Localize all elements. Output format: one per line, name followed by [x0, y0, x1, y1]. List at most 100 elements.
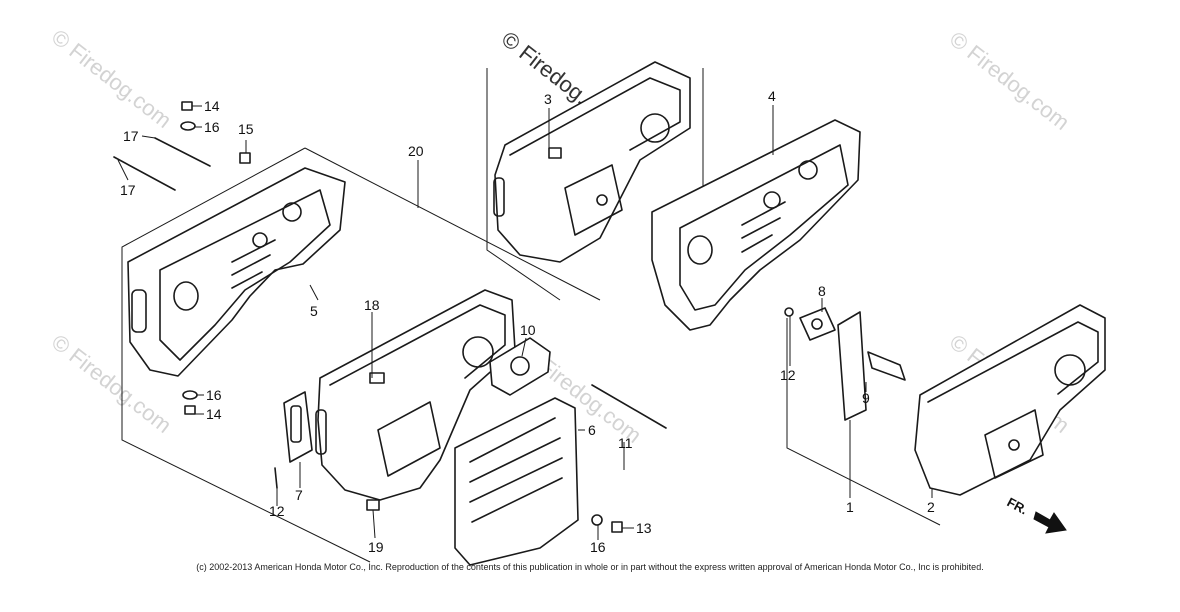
muffler-center-end-cap	[315, 409, 327, 455]
protector-right-vents	[741, 201, 786, 253]
callout-6: 6	[588, 422, 596, 438]
callout-16-bottom: 16	[590, 539, 606, 555]
bolt-13-head	[611, 521, 623, 533]
protector-right-outer	[651, 119, 861, 331]
protector-left-port	[173, 281, 199, 311]
right-group-boundary	[786, 318, 941, 526]
callout-5: 5	[310, 303, 318, 319]
callout-3: 3	[544, 91, 552, 107]
arrester-screen-9	[867, 351, 906, 381]
protector-left-end-cap	[131, 289, 147, 333]
callout-15: 15	[238, 121, 254, 137]
washer-16-mid	[182, 390, 198, 400]
muffler-right-port	[1054, 354, 1086, 386]
watermark-top-right: © Firedog.com	[945, 26, 1074, 135]
arrester-gasket	[837, 311, 867, 421]
muffler-top-plate	[564, 164, 623, 236]
left-group-top-edge	[304, 147, 601, 301]
front-arrow-icon	[1033, 511, 1067, 534]
spark-arrester	[799, 307, 906, 421]
gasket-port	[510, 356, 530, 376]
callout-16-top: 16	[204, 119, 220, 135]
callout-18: 18	[364, 297, 380, 313]
bracket-7	[283, 391, 313, 463]
muffler-protector-4	[651, 119, 861, 331]
muffler-right-body	[914, 304, 1106, 496]
callouts: 14 16 17 15 17 20 3 4 5 16 14 18 10 6 11…	[120, 88, 935, 555]
leader-5	[309, 284, 319, 301]
muffler-top-lid	[509, 77, 681, 156]
callout-4: 4	[768, 88, 776, 104]
leader-19	[372, 509, 376, 539]
hardware	[113, 101, 794, 533]
bolt-17-short	[113, 156, 176, 191]
muffler-top-bolt	[596, 194, 608, 206]
muffler-2	[914, 304, 1106, 496]
cover-body	[454, 397, 579, 566]
bolt-14-mid-head	[184, 405, 196, 415]
muffler-right-plate	[984, 409, 1044, 479]
muffler-assembly-3	[493, 61, 691, 263]
muffler-protector-5	[127, 167, 346, 377]
muffler-center-port	[462, 336, 494, 368]
stud-bolt-11	[591, 384, 667, 429]
nut-15	[239, 152, 251, 164]
gasket-plate	[489, 337, 551, 396]
bolt-14-top-head	[181, 101, 193, 111]
screw-12-right	[784, 307, 794, 317]
leader-17-top	[141, 135, 156, 139]
callout-17-top: 17	[123, 128, 139, 144]
top-group-boundary-left	[486, 68, 561, 301]
callout-19: 19	[368, 539, 384, 555]
callout-12-right: 12	[780, 367, 796, 383]
muffler-top-body	[494, 61, 691, 263]
muffler-top-nut	[548, 147, 562, 159]
muffler-center-plate	[377, 401, 441, 477]
left-group-boundary	[121, 147, 371, 563]
leader-10	[521, 337, 527, 357]
callout-14-top: 14	[204, 98, 220, 114]
muffler-right-bolt	[1008, 439, 1020, 451]
gasket-10	[489, 337, 551, 396]
bracket-plate	[283, 391, 313, 463]
callout-8: 8	[818, 283, 826, 299]
arrester-flange-hole	[811, 318, 823, 330]
protector-right-port	[687, 235, 713, 265]
callout-7: 7	[295, 487, 303, 503]
copyright-notice: (c) 2002-2013 American Honda Motor Co., …	[196, 562, 984, 572]
washer-16-bottom	[591, 514, 603, 526]
cover-ribs	[469, 417, 563, 523]
protector-left-hole	[282, 202, 302, 222]
protector-left-vents	[231, 239, 276, 289]
protector-right-hole	[798, 160, 818, 180]
protector-left-inner	[159, 189, 331, 361]
bolt-17-long	[154, 137, 211, 167]
muffler-cover-6	[454, 397, 579, 566]
callout-13: 13	[636, 520, 652, 536]
muffler-top-port	[640, 113, 670, 143]
callout-2: 2	[927, 499, 935, 515]
bolt-19-head	[366, 499, 380, 511]
callout-16-mid: 16	[206, 387, 222, 403]
callout-9: 9	[862, 390, 870, 406]
stud-shaft	[591, 384, 667, 429]
washer-16-top	[180, 121, 196, 131]
front-direction-indicator: FR.	[1005, 494, 1067, 534]
muffler-center-nut	[369, 372, 385, 384]
callout-11: 11	[618, 435, 633, 451]
front-label: FR.	[1005, 494, 1031, 517]
protector-right-inner	[679, 144, 849, 311]
protector-right-hole-2	[763, 191, 781, 209]
muffler-18	[315, 289, 516, 501]
callout-12-left: 12	[269, 503, 285, 519]
muffler-top-end-cap	[493, 177, 505, 217]
screw-12-left	[274, 467, 278, 489]
watermark-top-left: © Firedog.com	[47, 24, 176, 133]
callout-1: 1	[846, 499, 854, 515]
callout-10: 10	[520, 322, 536, 338]
arrester-flange-8	[799, 307, 836, 341]
leader-17-bottom	[117, 159, 129, 181]
callout-17-bottom: 17	[120, 182, 136, 198]
